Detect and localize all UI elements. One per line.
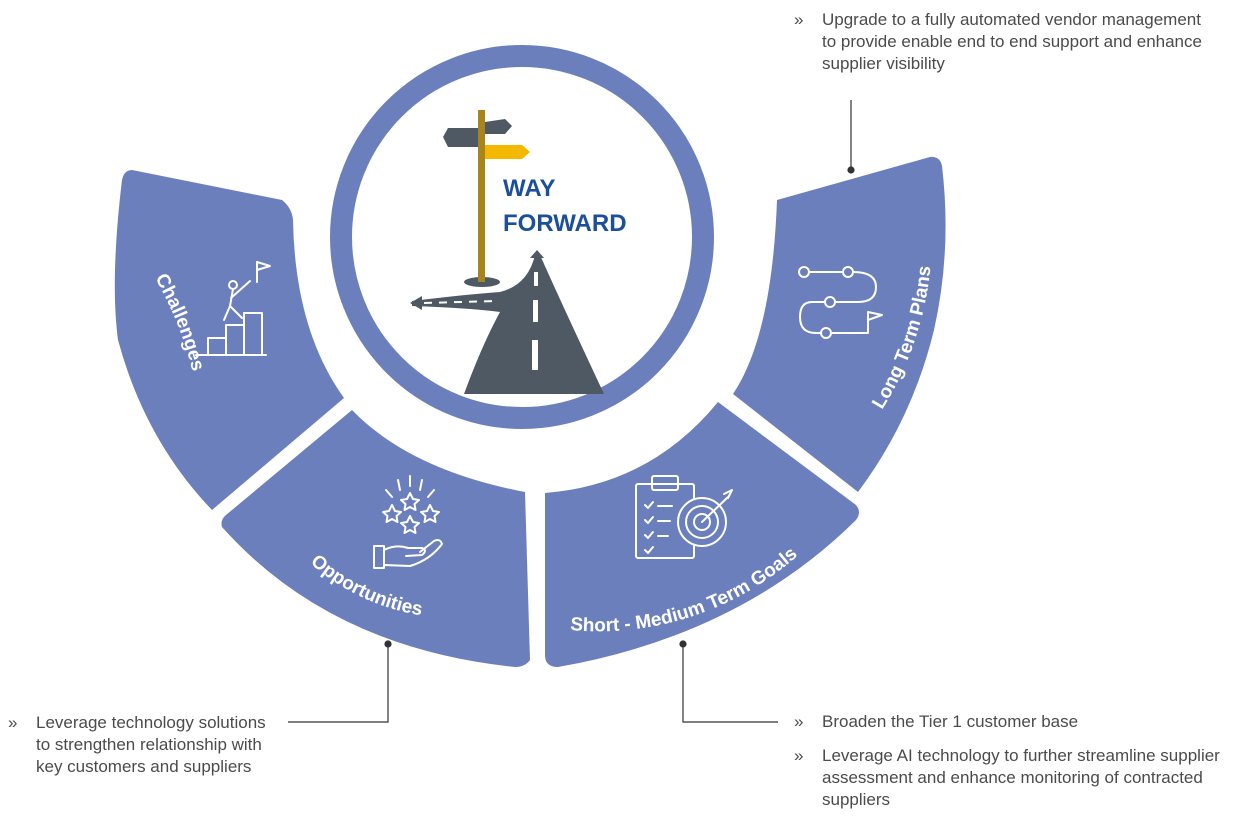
connector-opportunities	[288, 640, 392, 723]
stars-hand-icon	[373, 475, 443, 569]
bullet-marker: »	[794, 712, 804, 731]
note-text: Leverage AI technology to further stream…	[822, 746, 1220, 809]
signpost-road-icon	[410, 110, 604, 394]
climber-flag-icon	[195, 261, 271, 356]
center-title-line2: FORWARD	[503, 210, 627, 237]
note-text: Broaden the Tier 1 customer base	[822, 712, 1079, 731]
segment-long-term[interactable]	[733, 156, 946, 492]
list-item: » Leverage AI technology to further stre…	[794, 745, 1244, 811]
clipboard-target-icon	[635, 475, 733, 559]
list-item: » Broaden the Tier 1 customer base	[794, 711, 1244, 733]
connector-long-term	[847, 100, 855, 174]
path-flag-icon	[798, 266, 883, 339]
list-item: » Leverage technology solutions to stren…	[8, 712, 270, 778]
list-item: » Upgrade to a fully automated vendor ma…	[794, 9, 1214, 75]
center-ring	[330, 45, 714, 429]
note-text: Leverage technology solutions to strengt…	[36, 713, 266, 776]
opportunities-notes: » Leverage technology solutions to stren…	[8, 712, 270, 790]
bullet-marker: »	[794, 746, 804, 765]
segment-opportunities[interactable]	[221, 410, 531, 667]
long-term-notes: » Upgrade to a fully automated vendor ma…	[794, 9, 1214, 87]
bullet-marker: »	[794, 10, 804, 29]
short-medium-notes: » Broaden the Tier 1 customer base » Lev…	[794, 711, 1244, 823]
connector-short-medium	[679, 640, 778, 723]
segment-challenges[interactable]	[114, 170, 344, 510]
note-text: Upgrade to a fully automated vendor mana…	[822, 10, 1202, 73]
bullet-marker: »	[8, 713, 18, 732]
center-title-line1: WAY	[503, 175, 555, 202]
